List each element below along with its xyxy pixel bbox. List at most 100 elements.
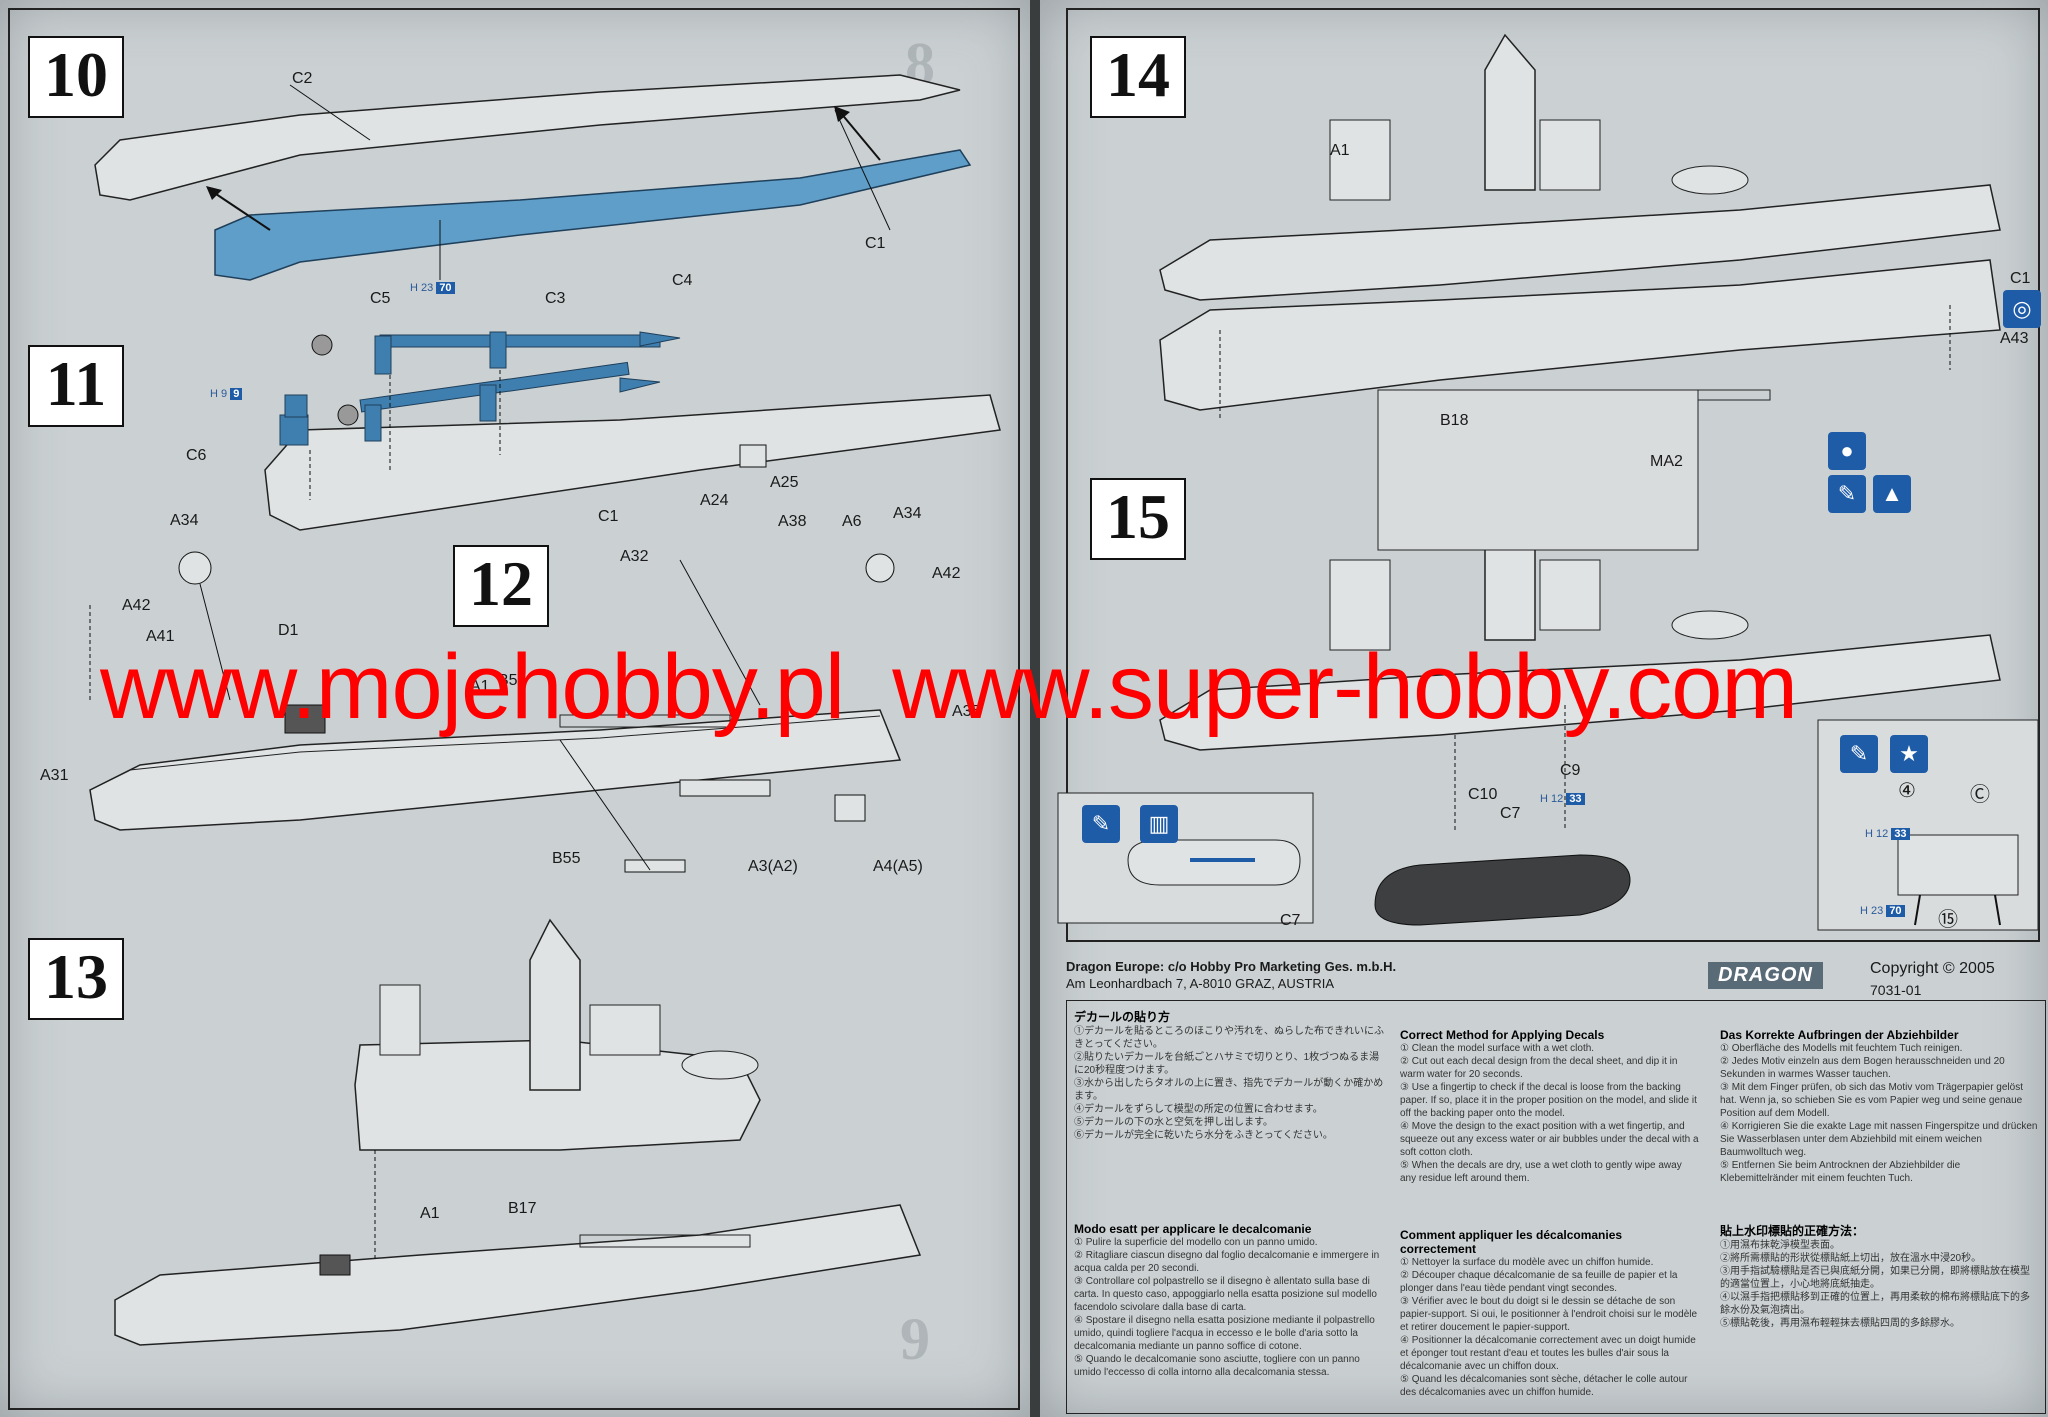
- part-label: A31: [40, 767, 69, 784]
- part-label: A42: [932, 565, 961, 582]
- part-label: A6: [842, 513, 862, 530]
- part-label: B55: [552, 850, 581, 867]
- paint-ref-code: 70: [436, 282, 455, 294]
- decal-jp-line: ②貼りたいデカールを台紙ごとハサミで切りとり、1枚づつぬるま湯に20秒程度つけま…: [1074, 1052, 1380, 1076]
- decal-de-line: ③ Mit dem Finger prüfen, ob sich das Mot…: [1720, 1082, 2023, 1119]
- part-label: B5: [498, 672, 518, 689]
- part-label: A24: [700, 492, 729, 509]
- step-12-diagram: [89, 444, 902, 873]
- part-label: B18: [1440, 412, 1469, 429]
- part-label: C2: [292, 70, 313, 87]
- decal-c-icon: ◎: [2003, 290, 2041, 328]
- step-11-diagram: [264, 331, 1001, 531]
- decal-it-line: ④ Spostare il disegno nella esatta posiz…: [1074, 1315, 1375, 1352]
- decal-col-zh: 貼上水印標貼的正確方法： ①用濕布抹乾淨模型表面。 ②將所需標貼的形狀從標貼紙上…: [1720, 1222, 2038, 1330]
- circled-step-4: ④: [1898, 780, 1916, 802]
- part-label: A35: [952, 703, 981, 720]
- watermark-site-a: www.mojehobby.pl: [100, 636, 845, 738]
- glue-icon: ✎: [1840, 735, 1878, 773]
- decal-jp-title: デカールの貼り方: [1074, 1010, 1171, 1024]
- paint-ref: H 12 33: [1540, 793, 1585, 805]
- decal-fr-line: ③ Vérifier avec le bout du doigt si le d…: [1400, 1296, 1698, 1333]
- paint-ref: H 23 70: [410, 282, 455, 294]
- part-label: A1: [470, 678, 490, 695]
- step-number-12: 12: [453, 545, 549, 627]
- part-label: A1: [420, 1205, 440, 1222]
- part-label: C7: [1280, 912, 1301, 929]
- glue-icon: ✎: [1828, 475, 1866, 513]
- decal-col-de: Das Korrekte Aufbringen der Abziehbilder…: [1720, 1028, 2038, 1185]
- dragon-logo: DRAGON: [1708, 962, 1823, 989]
- paint-ref-prefix: H 12: [1540, 793, 1564, 805]
- address-line-1: Dragon Europe: c/o Hobby Pro Marketing G…: [1066, 959, 1397, 974]
- paint-ref-code: 33: [1891, 828, 1910, 840]
- decal-instructions-frame: [1066, 1000, 2046, 1414]
- decal-jp-line: ①デカールを貼るところのほこりや汚れを、ぬらした布できれいにふきとってください。: [1074, 1026, 1384, 1050]
- decal-col-it: Modo esatt per applicare le decalcomanie…: [1074, 1222, 1384, 1379]
- decal-fr-line: ④ Positionner la décalcomanie correcteme…: [1400, 1335, 1696, 1372]
- arrow-up-icon: ▲: [1873, 475, 1911, 513]
- decal-it-line: ⑤ Quando le decalcomanie sono asciutte, …: [1074, 1354, 1360, 1378]
- star-icon: ★: [1890, 735, 1928, 773]
- decal-de-title: Das Korrekte Aufbringen der Abziehbilder: [1720, 1028, 1959, 1042]
- paint-ref-code: 70: [1886, 905, 1905, 917]
- step-number-13: 13: [28, 938, 124, 1020]
- part-label: C3: [545, 290, 566, 307]
- decal-en-title: Correct Method for Applying Decals: [1400, 1028, 1605, 1042]
- part-label: A43: [2000, 330, 2029, 347]
- step-14-diagram: [1159, 33, 2001, 420]
- watermark: www.mojehobby.pl www.super-hobby.com: [100, 635, 2000, 740]
- part-label: A34: [170, 512, 199, 529]
- step-number-11: 11: [28, 345, 124, 427]
- step-number-14: 14: [1090, 36, 1186, 118]
- drop-icon: ●: [1828, 432, 1866, 470]
- decal-de-line: ⑤ Entfernen Sie beim Antrocknen der Abzi…: [1720, 1160, 1961, 1184]
- copyright: Copyright © 2005: [1870, 960, 1995, 977]
- part-label: C6: [186, 447, 207, 464]
- decal-fr-title: Comment appliquer les décalcomanies corr…: [1400, 1228, 1623, 1256]
- decal-en-line: ② Cut out each decal design from the dec…: [1400, 1056, 1678, 1080]
- left-instruction-page: 8 10 C2 C1 H 23 70 11 C5 C3 C4 C6 C1 H 9…: [0, 0, 1030, 1417]
- decal-jp-line: ⑥デカールが完全に乾いたら水分をふきとってください。: [1074, 1130, 1333, 1141]
- decal-col-jp: デカールの貼り方 ①デカールを貼るところのほこりや汚れを、ぬらした布できれいにふ…: [1074, 1008, 1384, 1142]
- decal-zh-title: 貼上水印標貼的正確方法：: [1720, 1224, 1865, 1238]
- part-label: A38: [778, 513, 807, 530]
- part-label: C7: [1500, 805, 1521, 822]
- decal-zh-line: ③用手指試驗標貼是否已與底紙分開，如果已分開，即將標貼放在模型的適當位置上，小心…: [1720, 1266, 2030, 1290]
- decal-en-line: ④ Move the design to the exact position …: [1400, 1121, 1699, 1158]
- address-line-2: Am Leonhardbach 7, A-8010 GRAZ, AUSTRIA: [1066, 976, 1335, 991]
- watermark-site-b: www.super-hobby.com: [892, 636, 1798, 738]
- part-label: A3(A2): [748, 858, 798, 875]
- paint-ref: H 9 9: [210, 388, 243, 400]
- glue-icon: ✎: [1082, 805, 1120, 843]
- step-13-diagram: [114, 918, 922, 1346]
- paint-ref-code: 9: [230, 388, 243, 400]
- part-label: A32: [620, 548, 649, 565]
- decal-zh-line: ①用濕布抹乾淨模型表面。: [1720, 1240, 1840, 1251]
- circled-step-15: ⑮: [1938, 909, 1958, 931]
- part-label: A25: [770, 474, 799, 491]
- part-label: A4(A5): [873, 858, 923, 875]
- decal-it-line: ③ Controllare col polpastrello se il dis…: [1074, 1276, 1377, 1313]
- part-label: A41: [146, 628, 175, 645]
- kit-code: 7031-01: [1870, 982, 1922, 998]
- circled-c: Ⓒ: [1970, 784, 1990, 806]
- dragon-address: Dragon Europe: c/o Hobby Pro Marketing G…: [1066, 958, 1396, 992]
- step-number-15: 15: [1090, 478, 1186, 560]
- part-label: B17: [508, 1200, 537, 1217]
- part-label: C10: [1468, 786, 1498, 803]
- part-label: MA2: [1650, 453, 1683, 470]
- decal-de-line: ① Oberfläche des Modells mit feuchtem Tu…: [1720, 1043, 1963, 1054]
- decal-en-line: ③ Use a fingertip to check if the decal …: [1400, 1082, 1697, 1119]
- page-gutter: [1030, 0, 1040, 1417]
- decal-jp-line: ④デカールをずらして模型の所定の位置に合わせます。: [1074, 1104, 1323, 1115]
- part-label: A34: [893, 505, 922, 522]
- part-label: A1: [1330, 142, 1350, 159]
- part-label: C1: [2010, 270, 2031, 287]
- paint-ref: H 23 70: [1860, 905, 1905, 917]
- decal-jp-line: ⑤デカールの下の水と空気を押し出します。: [1074, 1117, 1273, 1128]
- decal-zh-line: ②將所需標貼的形狀從標貼紙上切出，放在溫水中浸20秒。: [1720, 1253, 1982, 1264]
- paint-ref-prefix: H 23: [410, 282, 434, 294]
- decal-fr-line: ② Découper chaque décalcomanie de sa feu…: [1400, 1270, 1678, 1294]
- decal-col-fr: Comment appliquer les décalcomanies corr…: [1400, 1228, 1700, 1399]
